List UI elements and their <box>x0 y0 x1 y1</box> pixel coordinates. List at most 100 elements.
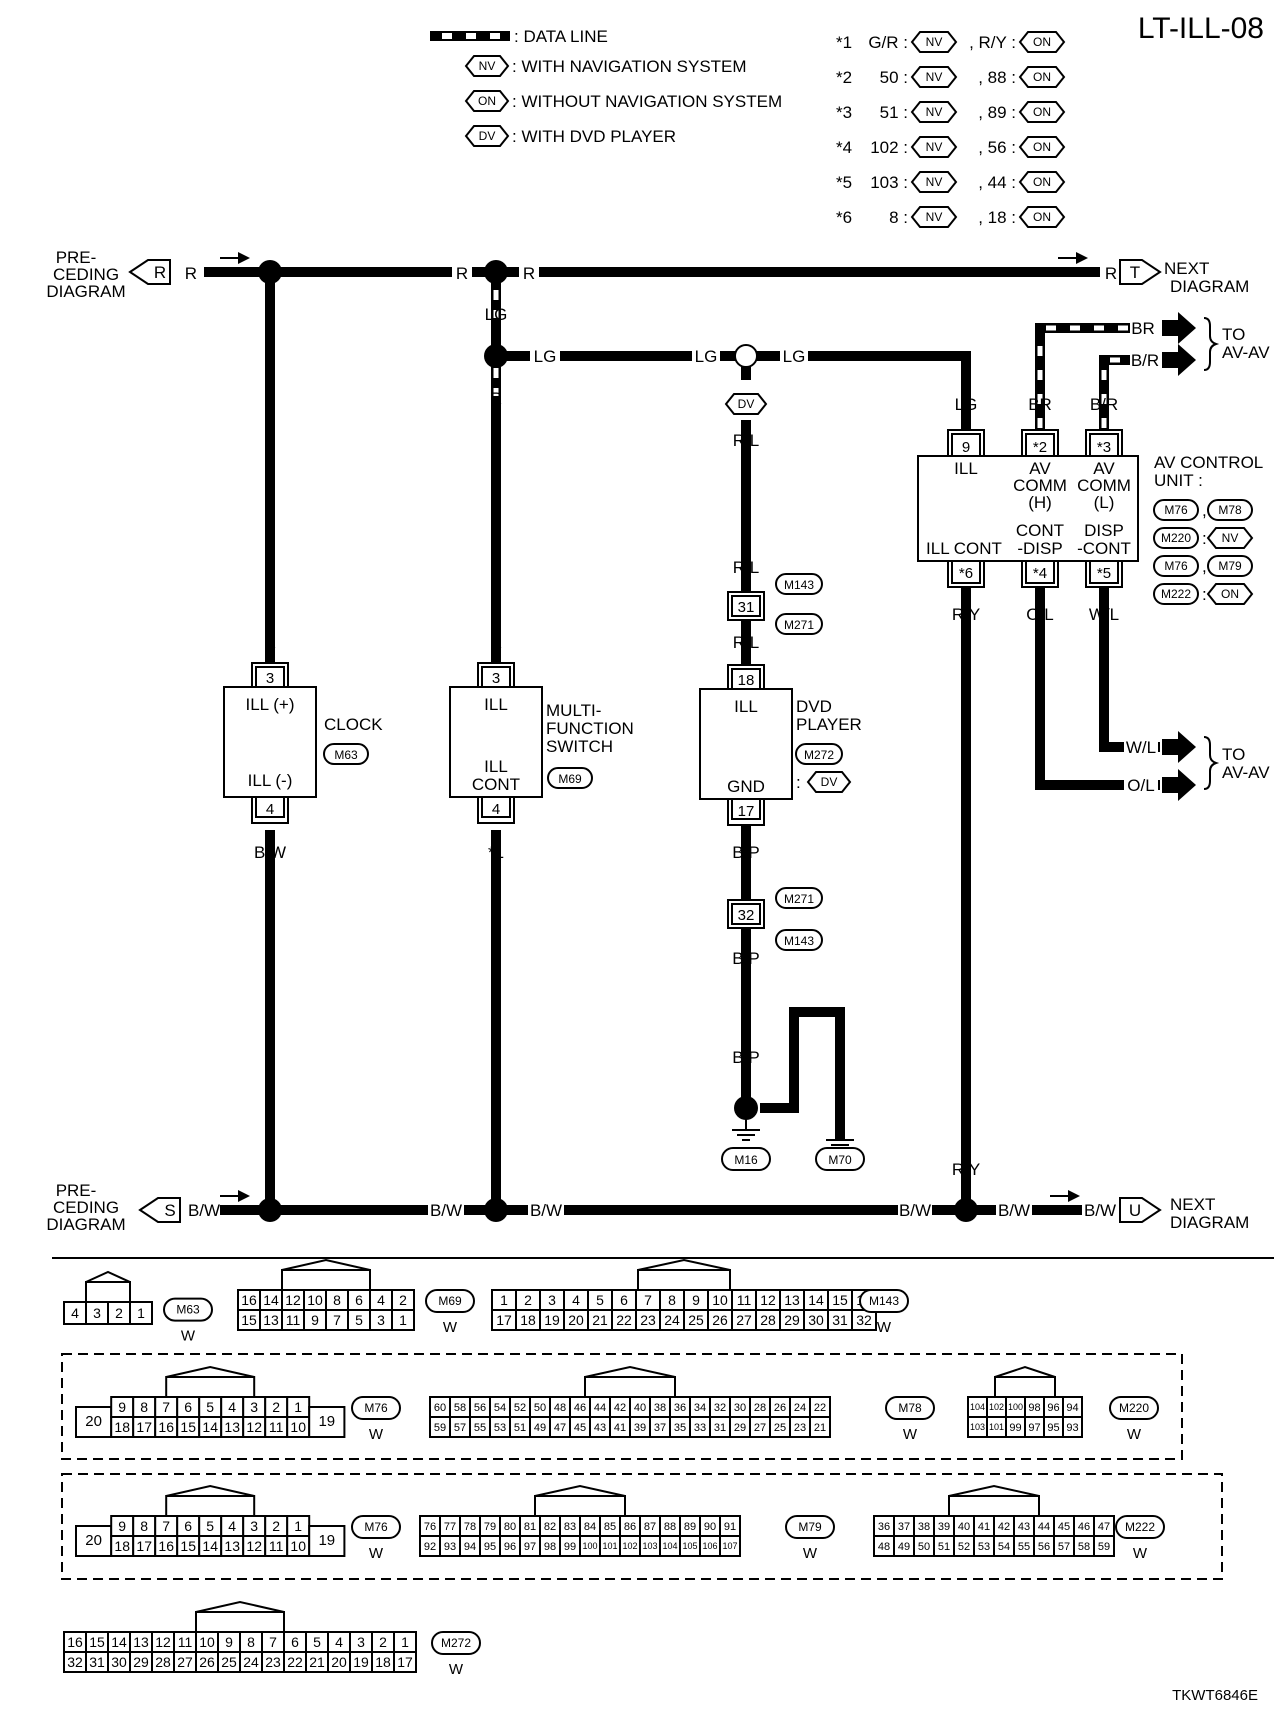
conn-pin: 14 <box>111 1634 127 1650</box>
jc-c2-bot: M271 <box>784 892 814 906</box>
conn-color: W <box>1127 1426 1142 1443</box>
prec-top-3: DIAGRAM <box>46 282 125 301</box>
next-t-letter: T <box>1130 263 1140 282</box>
wire-bp-1: B/P <box>732 843 759 862</box>
conn-pin: 83 <box>564 1521 576 1533</box>
wire-star1: *1 <box>488 843 504 862</box>
wire-bw-2: B/W <box>430 1201 462 1220</box>
conn-side-pin: 20 <box>85 1532 102 1549</box>
wire-r-left: R <box>185 264 197 283</box>
conn-pin: 17 <box>136 1419 152 1435</box>
conn-pin: 12 <box>246 1538 262 1554</box>
conn-pin: 2 <box>272 1518 280 1534</box>
conn-pin: 7 <box>644 1292 652 1308</box>
splice-r-mfs <box>484 260 508 284</box>
conn-pin: 37 <box>654 1422 666 1434</box>
conn-pin: 34 <box>694 1402 706 1414</box>
conn-pin: 17 <box>136 1538 152 1554</box>
conn-pin: 5 <box>355 1312 363 1328</box>
conn-pin: 26 <box>199 1654 215 1670</box>
avcu-conn: M76 <box>1164 503 1188 517</box>
clock-conn: M63 <box>334 748 358 762</box>
conn-pin: 77 <box>444 1521 456 1533</box>
note-on-tag-shape <box>1018 171 1066 193</box>
conn-pin: 91 <box>724 1521 736 1533</box>
wire-ol-1: O/L <box>1026 605 1053 624</box>
conn-pin: 12 <box>155 1634 171 1650</box>
conn-pin: 4 <box>377 1292 385 1308</box>
avcu-top-pin: 9 <box>962 439 970 456</box>
conn-pin: 90 <box>704 1521 716 1533</box>
dvd-name-2: PLAYER <box>796 715 862 734</box>
conn-pin: 13 <box>133 1634 149 1650</box>
page-title: LT-ILL-08 <box>1138 12 1264 45</box>
conn-pin: 23 <box>794 1422 806 1434</box>
conn-label: M76 <box>364 1401 388 1415</box>
conn-pin: 40 <box>958 1521 970 1533</box>
dvd-name-1: DVD <box>796 697 832 716</box>
note-b: , R/Y : <box>969 33 1016 52</box>
conn-label: M69 <box>438 1294 462 1308</box>
note-b: , 56 : <box>978 138 1016 157</box>
dvd-gnd: GND <box>727 777 765 796</box>
conn-pin: 7 <box>162 1518 170 1534</box>
wire-lg-2: LG <box>534 347 557 366</box>
avcu-top-pin: *2 <box>1033 439 1047 456</box>
avcu-conn: M78 <box>1218 503 1242 517</box>
conn-pin: 11 <box>178 1634 193 1650</box>
conn-pin: 102 <box>622 1541 637 1551</box>
conn-pin: 36 <box>878 1521 890 1533</box>
conn-pin: 104 <box>662 1541 677 1551</box>
conn-pin: 3 <box>377 1312 385 1328</box>
conn-pin: 43 <box>1018 1521 1030 1533</box>
conn-pin: 99 <box>564 1541 576 1553</box>
conn-pin: 52 <box>958 1541 970 1553</box>
conn-pin: 39 <box>938 1521 950 1533</box>
conn-label: M220 <box>1119 1401 1149 1415</box>
conn-pin: 85 <box>604 1521 616 1533</box>
conn-pin: 2 <box>115 1305 123 1321</box>
note-nv-tag: NV <box>926 140 943 154</box>
note-nv-tag: NV <box>926 35 943 49</box>
legend-on-text: : WITHOUT NAVIGATION SYSTEM <box>512 92 782 111</box>
note-a: 50 : <box>880 68 908 87</box>
conn-pin: 9 <box>118 1518 126 1534</box>
mfs-name-3: SWITCH <box>546 737 613 756</box>
dvd-pin-bot: 17 <box>738 803 755 820</box>
note-nv-tag-shape <box>910 206 958 228</box>
conn-pin: 22 <box>287 1654 303 1670</box>
conn-pin: 84 <box>584 1521 596 1533</box>
clock-pin-bot: 4 <box>266 801 274 818</box>
conn-pin: 11 <box>737 1292 752 1308</box>
jc-c2-top: M271 <box>784 618 814 632</box>
conn-pin: 8 <box>140 1518 148 1534</box>
note-nv-tag: NV <box>926 175 943 189</box>
conn-color: W <box>369 1426 384 1443</box>
avcu-ill-cont: ILL CONT <box>926 539 1002 558</box>
conn-pin: 88 <box>664 1521 676 1533</box>
ground-m16: M16 <box>734 1153 758 1167</box>
conn-pin: 103 <box>970 1422 985 1432</box>
conn-pin: 13 <box>224 1419 240 1435</box>
conn-pin: 31 <box>89 1654 105 1670</box>
conn-pin: 57 <box>454 1422 466 1434</box>
conn-pin: 10 <box>290 1538 306 1554</box>
wire-rl-3: R/L <box>733 633 759 652</box>
note-a: 103 : <box>870 173 908 192</box>
legend-dv-text: : WITH DVD PLAYER <box>512 127 676 146</box>
conn-pin: 6 <box>620 1292 628 1308</box>
conn-pin: 55 <box>1018 1541 1030 1553</box>
conn-pin: 22 <box>814 1402 826 1414</box>
conn-pin: 102 <box>989 1402 1004 1412</box>
conn-pin: 18 <box>375 1654 391 1670</box>
wire-lg-4: LG <box>783 347 806 366</box>
splice-bw-mfs <box>484 1198 508 1222</box>
conn-pin: 13 <box>263 1312 279 1328</box>
conn-pin: 24 <box>664 1312 680 1328</box>
conn-pin: 11 <box>286 1312 301 1328</box>
prec-top-2: CEDING <box>53 265 119 284</box>
conn-pin: 54 <box>494 1402 506 1414</box>
conn-pin: 87 <box>644 1521 656 1533</box>
clock-name: CLOCK <box>324 715 383 734</box>
conn-pin: 25 <box>688 1312 704 1328</box>
